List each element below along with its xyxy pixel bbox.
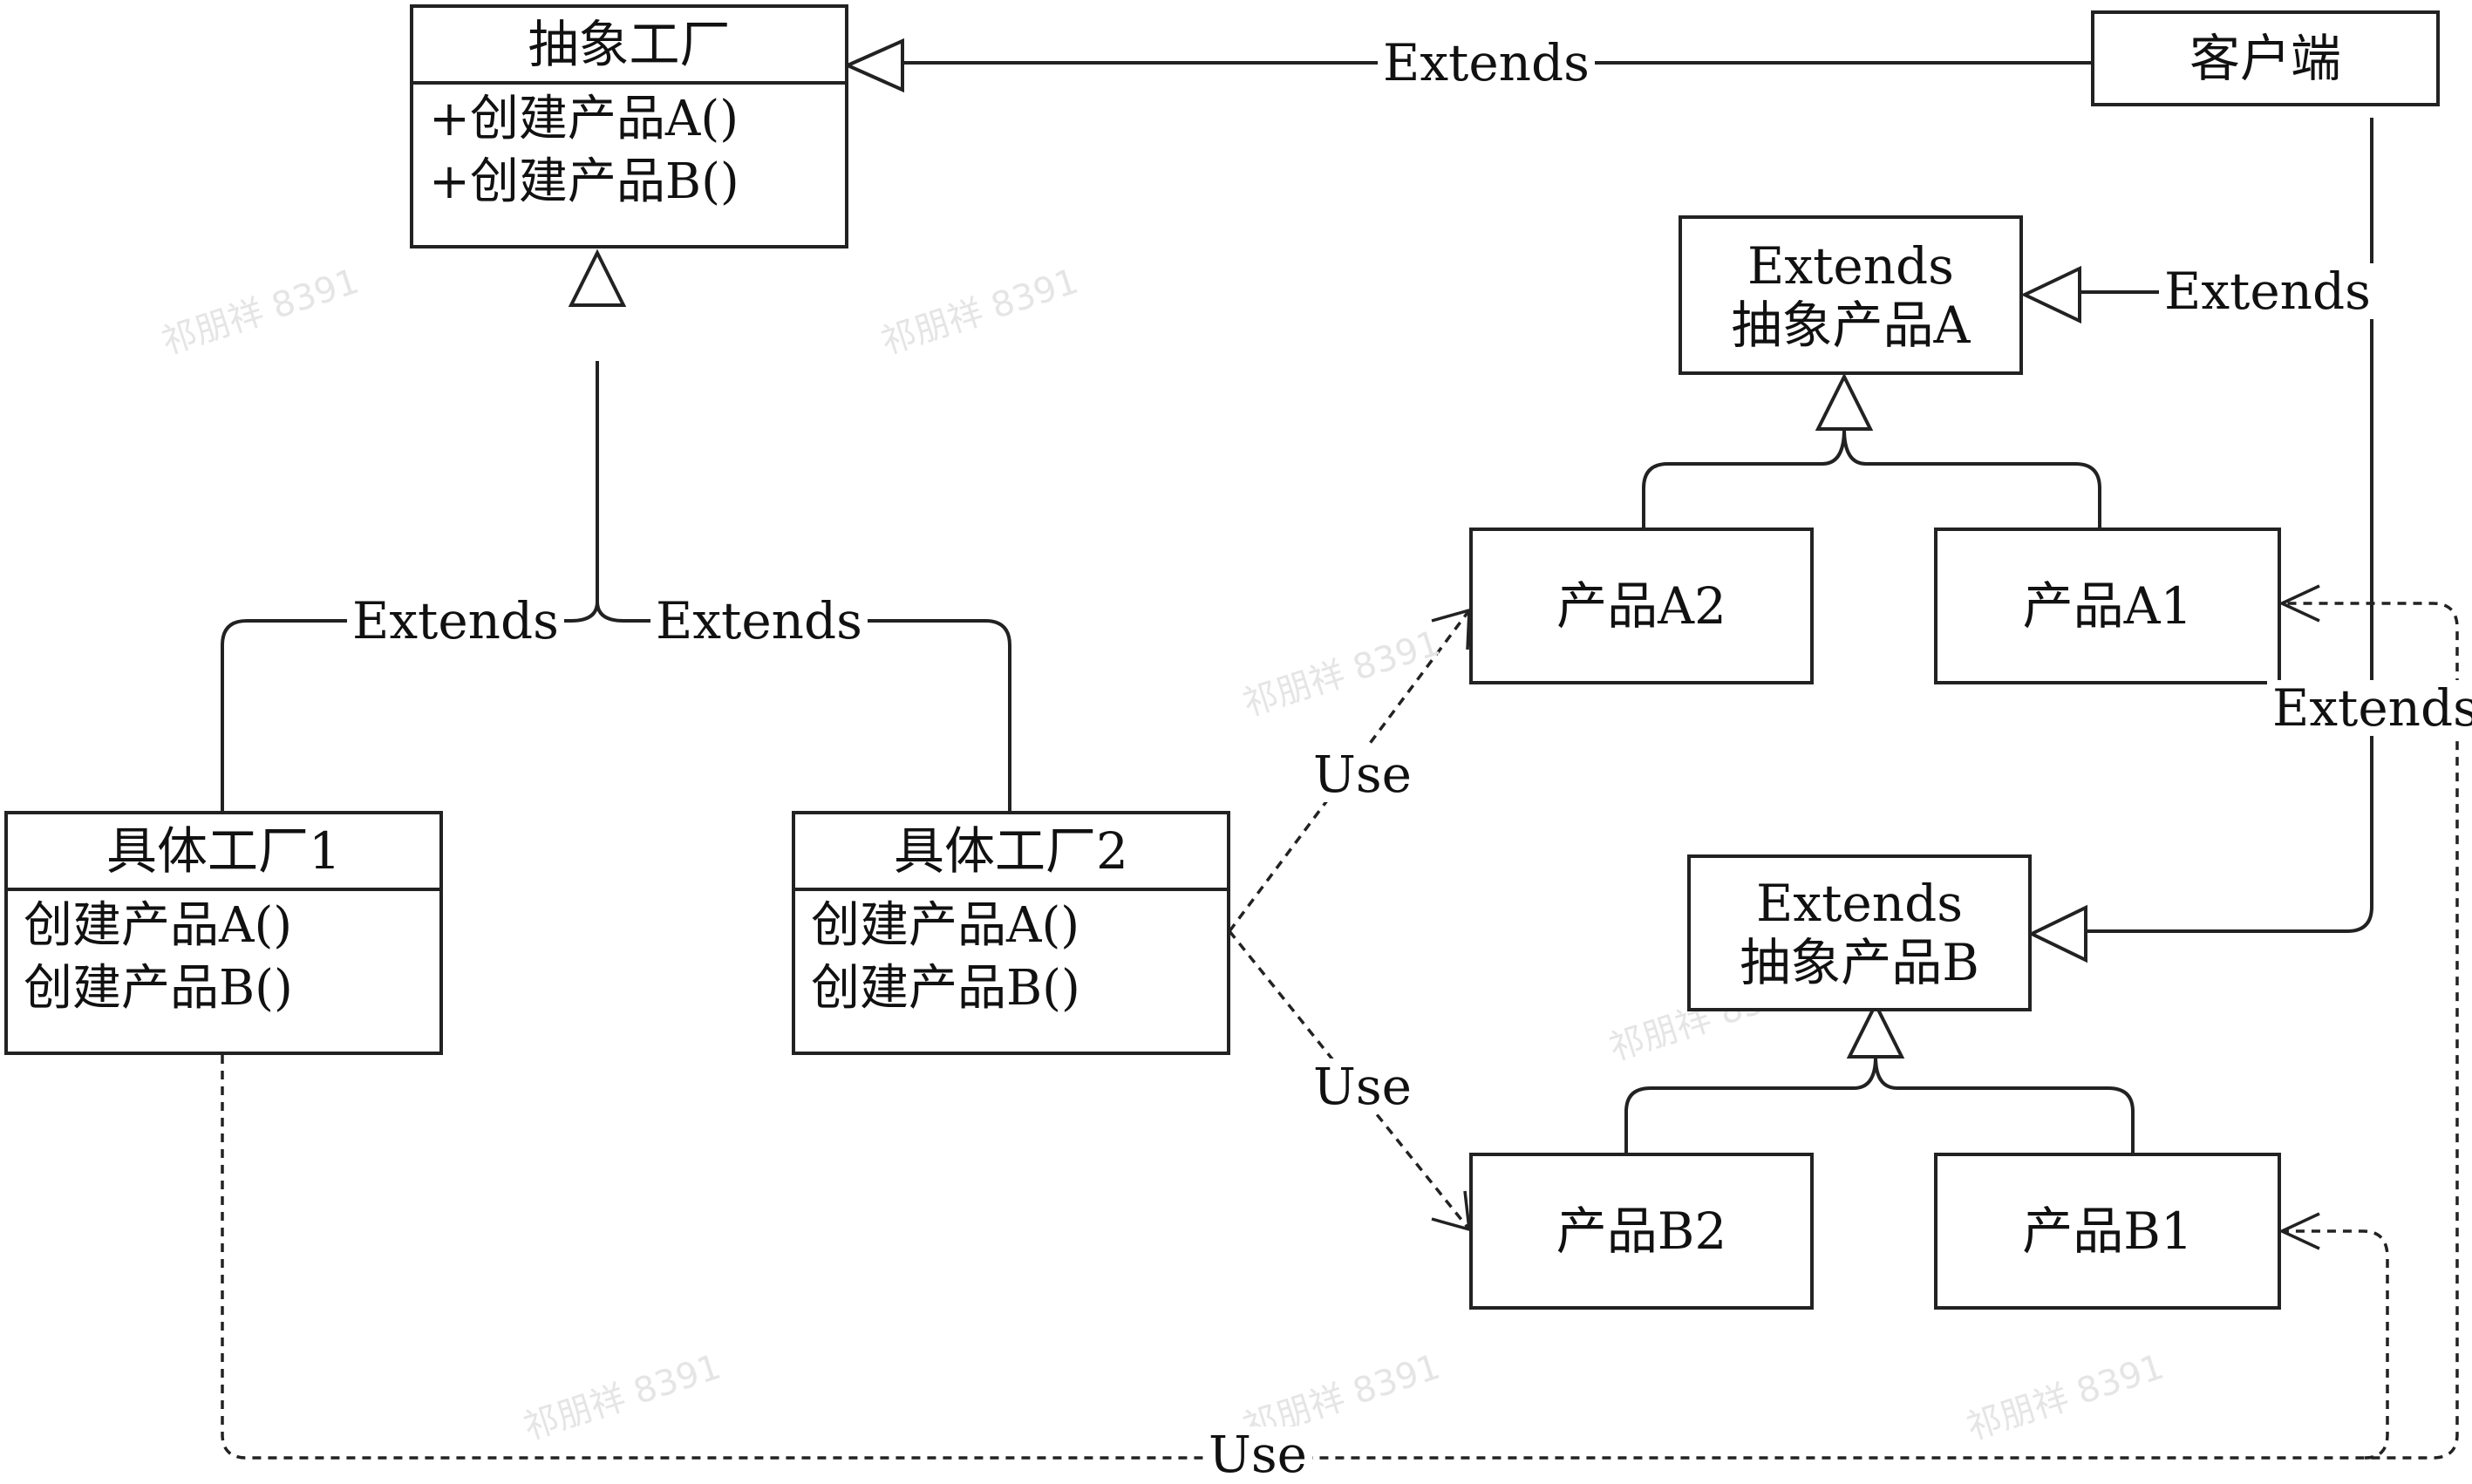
abstract-factory-method-b: +创建产品B() xyxy=(429,153,739,210)
edge-use-to-b1 xyxy=(2285,1229,2389,1460)
edge-label-cf1-use: Use xyxy=(1203,1426,1312,1482)
abstract-product-b-box[interactable]: Extends 抽象产品B xyxy=(1687,854,2032,1011)
concrete-factory-1-method-b: 创建产品B() xyxy=(24,960,293,1017)
edge-cf1-extends xyxy=(221,601,599,811)
edge-label-client-to-factory: Extends xyxy=(1378,35,1595,91)
concrete-factory-1-title: 具体工厂1 xyxy=(8,814,439,891)
product-b2-label: 产品B2 xyxy=(1556,1201,1727,1261)
arrowhead-product-b-from-client xyxy=(2027,904,2087,963)
arrowhead-factory-from-client xyxy=(843,37,904,93)
abstract-product-a-stereotype: Extends xyxy=(1747,235,1954,296)
client-box[interactable]: 客户端 xyxy=(2091,10,2440,106)
edge-cf2-extends xyxy=(596,601,1011,811)
arrowhead-a1-open xyxy=(2278,584,2320,623)
edge-label-cf2-extends: Extends xyxy=(650,593,868,649)
arrowhead-product-a-generalization xyxy=(1815,372,1874,431)
arrowhead-b2-open xyxy=(1431,1190,1472,1232)
product-a1-box[interactable]: 产品A1 xyxy=(1934,528,2281,684)
client-label: 客户端 xyxy=(2189,29,2341,88)
arrowhead-factory-generalization xyxy=(568,248,627,307)
concrete-factory-2-class[interactable]: 具体工厂2 创建产品A() 创建产品B() xyxy=(792,811,1230,1055)
concrete-factory-2-title: 具体工厂2 xyxy=(795,814,1227,891)
concrete-factory-2-method-a: 创建产品A() xyxy=(811,897,1080,954)
product-b1-box[interactable]: 产品B1 xyxy=(1934,1153,2281,1310)
abstract-product-b-stereotype: Extends xyxy=(1756,874,1963,933)
abstract-product-a-title: 抽象产品A xyxy=(1731,295,1971,355)
product-a2-box[interactable]: 产品A2 xyxy=(1469,528,1814,684)
edge-label-cf2-use-a2: Use xyxy=(1308,746,1417,802)
edge-product-a-children xyxy=(1642,428,2101,528)
edge-product-b-children xyxy=(1624,1056,2135,1153)
edge-cf2-use-a2 xyxy=(1228,609,1471,933)
edge-label-client-to-product-a: Extends xyxy=(2159,263,2376,319)
concrete-factory-1-class[interactable]: 具体工厂1 创建产品A() 创建产品B() xyxy=(4,811,443,1055)
abstract-factory-class[interactable]: 抽象工厂 +创建产品A() +创建产品B() xyxy=(410,4,848,248)
edge-label-client-to-product-b: Extends xyxy=(2267,680,2472,736)
edge-client-to-product-b xyxy=(2086,906,2373,933)
abstract-product-a-box[interactable]: Extends 抽象产品A xyxy=(1679,215,2023,375)
product-b2-box[interactable]: 产品B2 xyxy=(1469,1153,1814,1310)
abstract-factory-method-a: +创建产品A() xyxy=(429,91,739,147)
arrowhead-product-b-generalization xyxy=(1846,1000,1905,1059)
arrowhead-b1-open xyxy=(2278,1212,2320,1250)
product-a1-label: 产品A1 xyxy=(2022,576,2193,636)
concrete-factory-2-method-b: 创建产品B() xyxy=(811,960,1080,1017)
edge-label-cf2-use-b2: Use xyxy=(1308,1059,1417,1114)
product-a2-label: 产品A2 xyxy=(1556,576,1726,636)
edge-label-cf1-extends: Extends xyxy=(347,593,564,649)
edge-cf1-use-bottom xyxy=(221,602,2459,1460)
abstract-factory-title: 抽象工厂 xyxy=(413,8,845,85)
concrete-factory-1-method-a: 创建产品A() xyxy=(24,897,293,954)
product-b1-label: 产品B1 xyxy=(2022,1201,2193,1261)
arrowhead-product-a-from-client xyxy=(2020,265,2081,324)
abstract-product-b-title: 抽象产品B xyxy=(1740,933,1979,992)
